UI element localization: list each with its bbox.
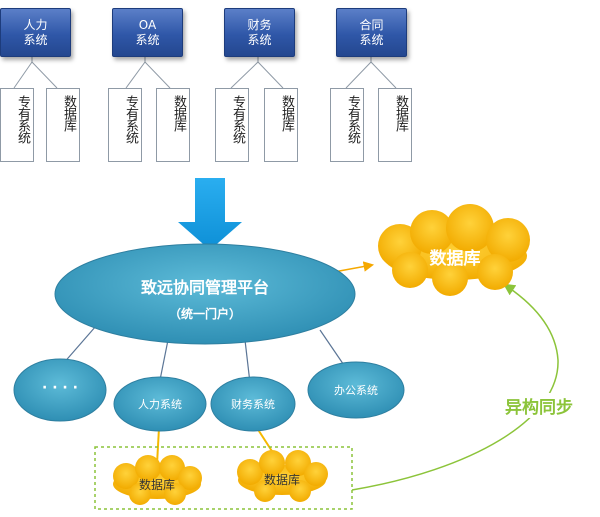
proprietary-system-box: 专有系统 <box>0 88 34 162</box>
sync-curve-arrow <box>351 283 559 491</box>
system-name-line1: 财务 <box>247 17 272 32</box>
module-label-hr: 人力系统 <box>138 398 182 411</box>
module-ellipse-finance <box>210 376 296 432</box>
database-box: 数据库 <box>378 88 412 162</box>
sync-label: 异构同步 <box>494 393 584 418</box>
system-name-line1: OA <box>138 17 157 32</box>
down-arrow-icon <box>178 178 242 250</box>
system-box-oa: OA 系统 <box>112 8 183 57</box>
local-db-cloud-2 <box>237 450 328 502</box>
platform-ellipse <box>54 243 356 345</box>
platform-title: 致远协同管理平台 <box>140 278 269 297</box>
local-db-frame <box>94 446 353 510</box>
local-db-label-2: 数据库 <box>263 473 300 487</box>
system-box-finance: 财务 系统 <box>224 8 295 57</box>
central-db-cloud <box>378 204 530 296</box>
local-db-label-1: 数据库 <box>138 478 175 492</box>
proprietary-system-box: 专有系统 <box>215 88 249 162</box>
system-name-line2: 系统 <box>359 32 384 47</box>
local-db-cloud-1 <box>113 455 202 505</box>
system-box-hr: 人力 系统 <box>0 8 71 57</box>
platform-subtitle: （统一门户） <box>168 307 241 321</box>
system-name-line2: 系统 <box>135 32 160 47</box>
module-label-finance: 财务系统 <box>231 398 275 411</box>
database-box: 数据库 <box>156 88 190 162</box>
proprietary-system-box: 专有系统 <box>108 88 142 162</box>
database-box: 数据库 <box>264 88 298 162</box>
system-name-line2: 系统 <box>247 32 272 47</box>
proprietary-system-box: 专有系统 <box>330 88 364 162</box>
system-name-line1: 合同 <box>359 17 384 32</box>
module-label-more: · · · · <box>42 380 78 396</box>
hr-db-connector <box>156 427 160 465</box>
system-name-line1: 人力 <box>23 17 48 32</box>
system-box-contract: 合同 系统 <box>336 8 407 57</box>
module-ellipse-hr <box>113 376 207 432</box>
module-ellipse-office <box>307 361 405 419</box>
database-box: 数据库 <box>46 88 80 162</box>
module-ellipse-more <box>13 358 107 422</box>
system-name-line2: 系统 <box>23 32 48 47</box>
central-db-label: 数据库 <box>429 249 481 269</box>
module-label-office: 办公系统 <box>334 384 378 397</box>
system-connectors <box>13 56 397 89</box>
